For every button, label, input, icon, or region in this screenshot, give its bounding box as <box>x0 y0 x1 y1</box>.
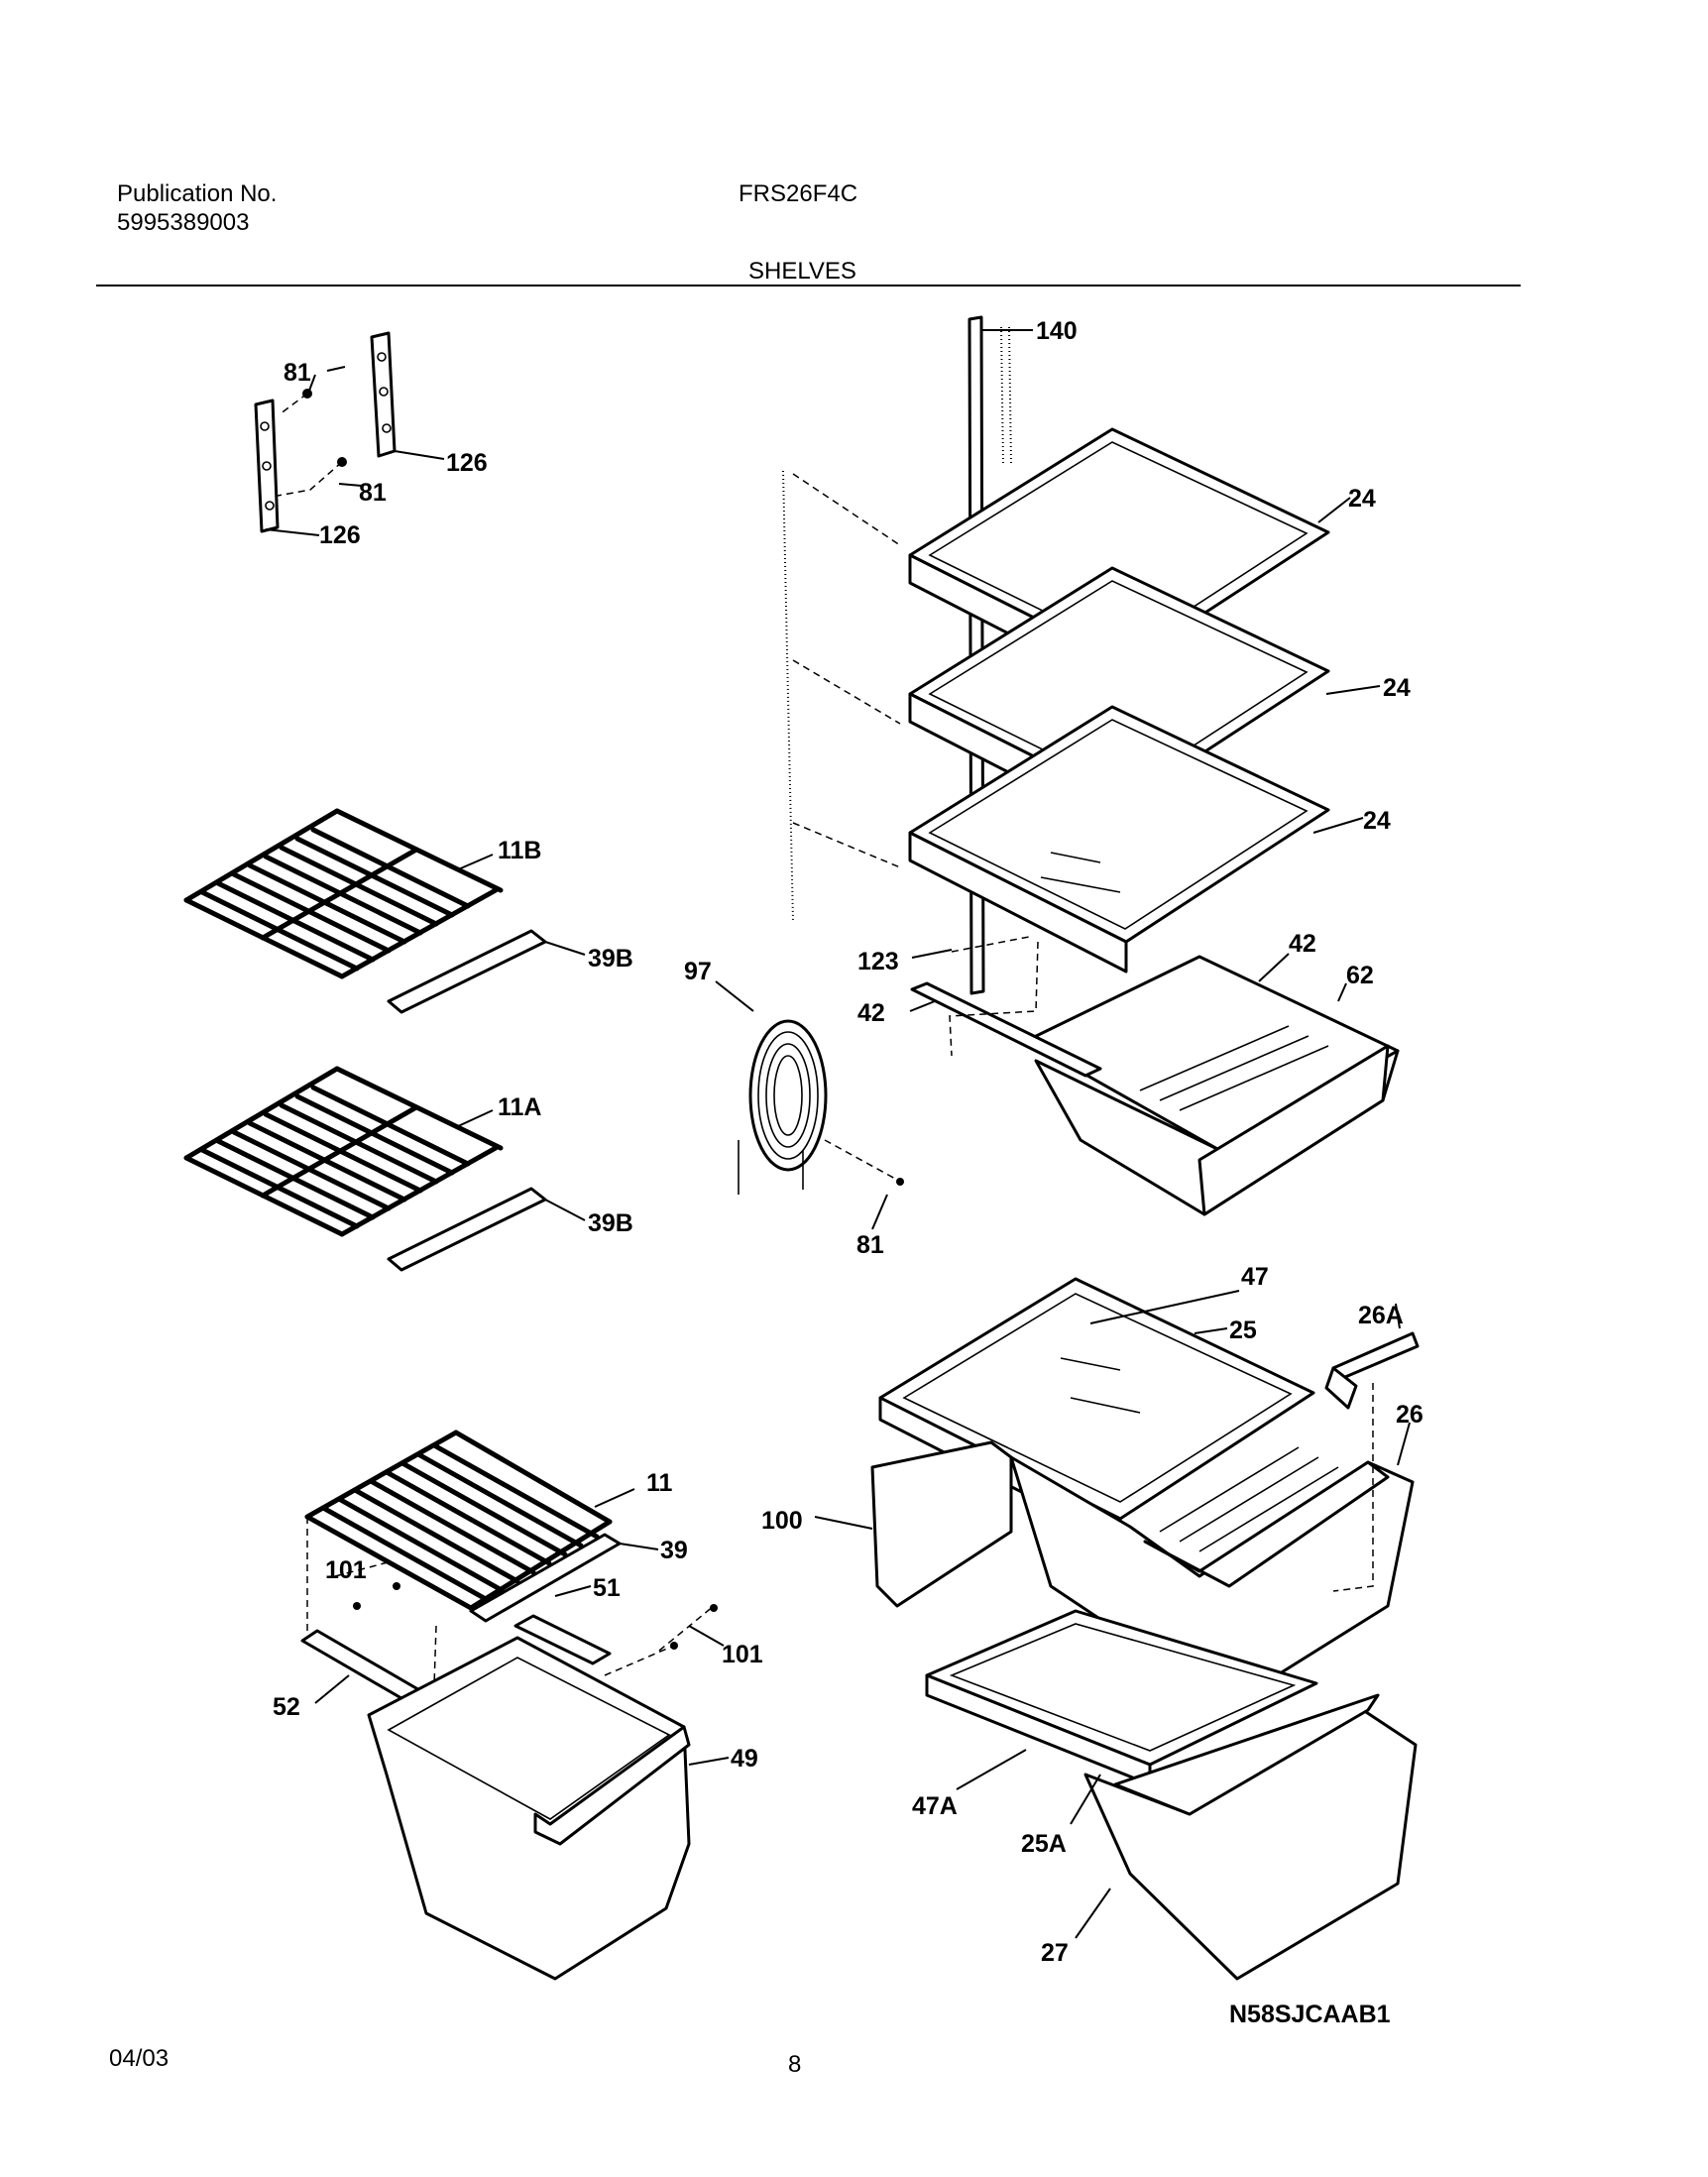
callout-140: 140 <box>1036 317 1078 345</box>
side-rail-dotted <box>782 470 794 923</box>
callout-49: 49 <box>731 1745 758 1773</box>
callout-62: 62 <box>1346 962 1374 989</box>
divider-panel-100 <box>870 1440 1013 1608</box>
wire-shelf-11b <box>183 808 504 979</box>
callout-126: 126 <box>319 521 361 549</box>
callout-97: 97 <box>684 958 712 985</box>
callout-24: 24 <box>1383 674 1411 702</box>
glass-shelf-3 <box>908 705 1330 974</box>
bracket-26a <box>1324 1331 1420 1410</box>
callout-11: 11 <box>646 1469 673 1497</box>
trim-39b-a <box>387 929 547 1014</box>
rail-42 <box>910 981 1102 1078</box>
callout-25a: 25A <box>1021 1830 1067 1858</box>
model-number: FRS26F4C <box>739 180 858 207</box>
trim-39b-b <box>387 1187 547 1272</box>
callout-26a: 26A <box>1358 1302 1404 1329</box>
wire-shelf-11 <box>304 1430 613 1611</box>
callout-39b: 39B <box>588 945 633 973</box>
crisper-drawer-27 <box>1083 1693 1418 1981</box>
crisper-pan-62 <box>1024 955 1400 1216</box>
callout-101: 101 <box>325 1556 367 1584</box>
callout-39b: 39B <box>588 1209 633 1237</box>
callout-11a: 11A <box>498 1093 541 1121</box>
callout-42: 42 <box>1289 930 1316 958</box>
callout-81: 81 <box>856 1231 884 1259</box>
callout-81: 81 <box>359 479 387 507</box>
callout-24: 24 <box>1348 485 1376 513</box>
callout-47a: 47A <box>912 1792 958 1820</box>
shelf-bracket-group <box>254 331 445 536</box>
callout-51: 51 <box>593 1574 621 1602</box>
footer-date: 04/03 <box>109 2045 170 2072</box>
callout-123: 123 <box>857 948 899 975</box>
callout-81: 81 <box>284 359 311 387</box>
shelf-bracket-left <box>254 399 280 533</box>
callout-47: 47 <box>1241 1263 1269 1291</box>
wire-shelf-11a <box>183 1066 504 1237</box>
header-rule <box>96 285 1521 286</box>
rail-51 <box>513 1614 612 1665</box>
publication-label: Publication No. <box>117 180 278 207</box>
callout-11b: 11B <box>498 837 541 864</box>
callout-27: 27 <box>1041 1939 1069 1967</box>
shelf-bracket-right <box>370 331 397 458</box>
heater-coil <box>738 1019 904 1195</box>
callout-126: 126 <box>446 449 488 477</box>
callout-52: 52 <box>273 1693 300 1721</box>
publication-number: 5995389003 <box>117 209 250 236</box>
callout-26: 26 <box>1396 1401 1423 1429</box>
page-number: 8 <box>788 2051 802 2078</box>
callout-24: 24 <box>1363 807 1391 835</box>
section-title: SHELVES <box>748 258 856 285</box>
callout-25: 25 <box>1229 1317 1257 1344</box>
callout-100: 100 <box>761 1507 803 1535</box>
deli-bin-49 <box>367 1636 691 1981</box>
drawing-code: N58SJCAAB1 <box>1229 2001 1391 2028</box>
callout-101: 101 <box>722 1641 763 1668</box>
callout-42: 42 <box>857 999 885 1027</box>
callout-39: 39 <box>660 1537 688 1564</box>
